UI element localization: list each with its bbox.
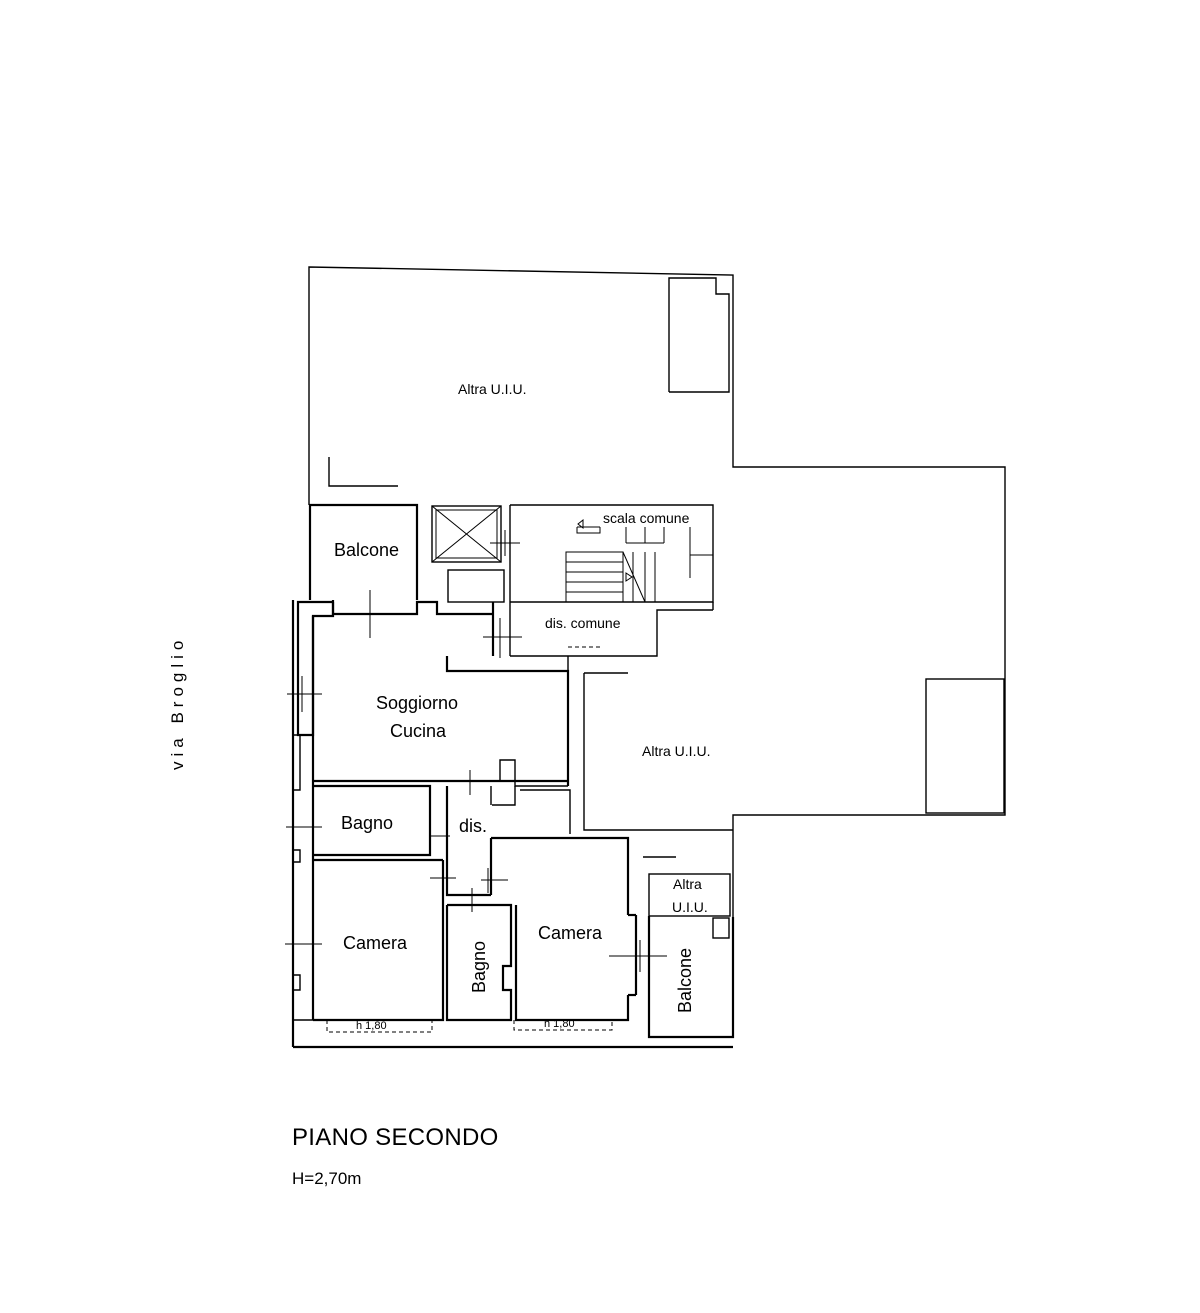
label-bagno-1: Bagno xyxy=(341,813,393,833)
label-altra-small-2: U.I.U. xyxy=(672,899,708,915)
label-sill-1: h 1,80 xyxy=(356,1020,387,1032)
label-dis: dis. xyxy=(459,816,487,836)
balcone-right-walls xyxy=(647,873,735,1039)
bagno-2-walls xyxy=(445,888,513,1022)
plan-title: PIANO SECONDO xyxy=(292,1124,499,1151)
apartment-walls xyxy=(291,600,733,1049)
label-camera-2: Camera xyxy=(538,923,603,943)
staircase xyxy=(509,504,714,656)
elevator-shaft xyxy=(431,505,520,603)
dis-walls xyxy=(430,786,630,915)
label-soggiorno: Soggiorno xyxy=(376,693,458,713)
balcone-top xyxy=(308,503,419,638)
bagno-1-walls xyxy=(286,784,450,862)
camera-1-walls xyxy=(285,860,445,1022)
plan-height: H=2,70m xyxy=(292,1169,362,1188)
building-outline xyxy=(308,266,1006,917)
camera-2-walls xyxy=(514,905,667,1022)
label-scala-comune: scala comune xyxy=(603,510,690,526)
label-dis-comune: dis. comune xyxy=(545,615,621,631)
label-sill-2: h 1,80 xyxy=(544,1018,575,1030)
label-camera-1: Camera xyxy=(343,933,408,953)
label-altra-uiu-right: Altra U.I.U. xyxy=(642,743,710,759)
soggiorno-cucina xyxy=(287,676,568,795)
label-via-broglio: via Broglio xyxy=(168,636,187,770)
label-cucina: Cucina xyxy=(390,721,447,741)
label-altra-uiu-top: Altra U.I.U. xyxy=(458,381,526,397)
common-corridor xyxy=(483,602,714,658)
label-bagno-2: Bagno xyxy=(469,941,489,993)
label-balcone-top: Balcone xyxy=(334,540,399,560)
label-altra-small-1: Altra xyxy=(673,876,702,892)
label-balcone-right: Balcone xyxy=(675,948,695,1013)
